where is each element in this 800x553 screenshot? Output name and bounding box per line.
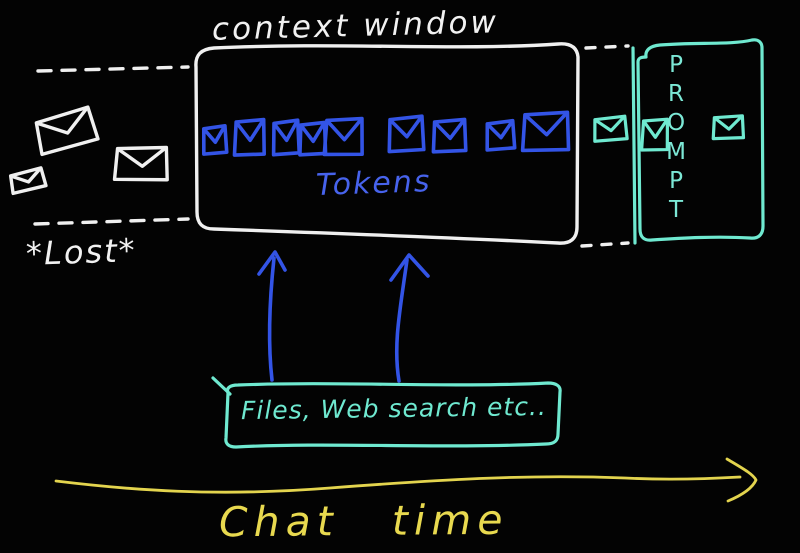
up-arrow-right: [389, 253, 430, 383]
sources-label: Files, Web search etc..: [240, 391, 548, 426]
dashed-line-left-bottom: [33, 217, 190, 226]
up-arrow-left: [257, 250, 287, 382]
chat-time-label: Chat time: [218, 495, 509, 547]
envelope-icon: [115, 146, 169, 181]
envelope-icon: [300, 122, 326, 154]
envelope-icon: [34, 107, 99, 155]
envelope-icon: [591, 114, 630, 144]
envelope-icon: [234, 119, 264, 156]
dashed-line-left-top: [36, 65, 190, 73]
token-envelopes: [203, 112, 569, 156]
dashed-line-right-bottom: [580, 241, 630, 248]
envelope-icon: [9, 168, 46, 194]
prompt-label: PROMPT: [663, 52, 689, 226]
envelope-icon: [523, 112, 570, 152]
chat-time-arrow: [54, 457, 758, 503]
lost-label: *Lost*: [25, 231, 138, 273]
entering-envelope: [591, 114, 630, 144]
sources-box: [211, 376, 562, 449]
envelope-icon: [324, 117, 363, 155]
envelope-icon: [389, 116, 424, 151]
envelope-icon: [273, 120, 299, 155]
context-window-label: context window: [211, 4, 500, 48]
tokens-label: Tokens: [315, 163, 433, 204]
lost-envelopes: [9, 107, 168, 194]
envelope-icon: [486, 121, 515, 150]
prompt-box: [631, 38, 765, 245]
envelope-icon: [203, 126, 227, 154]
envelope-icon: [433, 119, 465, 151]
context-window-box: [194, 42, 580, 245]
dashed-line-right-top: [584, 44, 630, 50]
envelope-icon: [711, 114, 746, 141]
